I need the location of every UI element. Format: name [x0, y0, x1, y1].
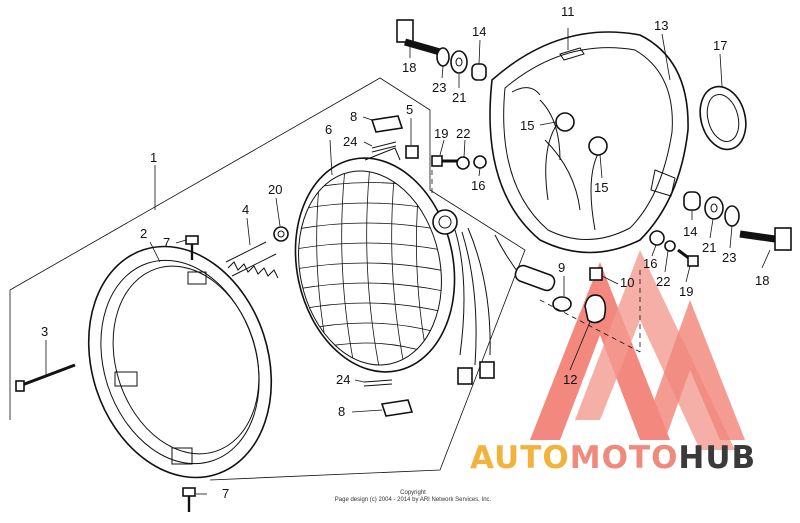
callout-9: 9 — [558, 260, 565, 275]
callout-5: 5 — [406, 102, 413, 117]
washer-22-left — [456, 156, 470, 170]
headlight-lens — [289, 147, 495, 385]
washer-23-right — [724, 205, 740, 227]
callout-3: 3 — [41, 324, 48, 339]
callout-22-left: 22 — [456, 126, 470, 141]
clip-8-top — [370, 115, 404, 133]
callout-6: 6 — [325, 122, 332, 137]
callout-labels: 1 2 3 4 5 6 7 7 8 8 9 10 11 12 13 14 14 … — [41, 4, 769, 501]
watermark-logo: AUTOMOTOHUB — [470, 440, 800, 480]
washer-21-top — [450, 50, 468, 74]
callout-4: 4 — [242, 202, 249, 217]
watermark-moto: MOTO — [569, 440, 679, 476]
grommet-16-right — [649, 230, 665, 246]
watermark-hub: HUB — [678, 440, 757, 476]
collar-14-right — [683, 191, 701, 211]
callout-8-bottom: 8 — [338, 404, 345, 419]
callout-23-top: 23 — [432, 80, 446, 95]
callout-10: 10 — [620, 275, 634, 290]
screw-7-bottom — [182, 487, 196, 512]
callout-19-left: 19 — [434, 126, 448, 141]
adjust-spring — [225, 241, 279, 279]
trim-ring — [699, 85, 747, 151]
bolt-18-right — [739, 227, 792, 251]
callout-21-top: 21 — [452, 90, 466, 105]
callout-23-right: 23 — [722, 250, 736, 265]
copyright-text: Page design (c) 2004 - 2014 by ARI Netwo… — [334, 497, 492, 503]
bulb-10 — [589, 267, 603, 281]
bolt-18-top — [396, 19, 441, 56]
callout-24-top: 24 — [343, 134, 357, 149]
callout-20: 20 — [268, 182, 282, 197]
callout-18-right: 18 — [755, 273, 769, 288]
callout-22-right: 22 — [656, 274, 670, 289]
pilot-bulb-socket — [494, 234, 572, 312]
leader-lines — [45, 28, 771, 495]
callout-15-bottom: 15 — [594, 180, 608, 195]
callout-14-right: 14 — [683, 224, 697, 239]
collar-14-top — [471, 63, 487, 81]
spring-clip-24-top — [371, 141, 397, 153]
callout-11: 11 — [561, 4, 575, 19]
callout-14-top: 14 — [472, 24, 486, 39]
callout-13: 13 — [654, 18, 668, 33]
headlight-rim — [87, 245, 273, 479]
headlight-case — [489, 31, 689, 254]
callout-21-right: 21 — [702, 240, 716, 255]
washer-23-top — [436, 47, 450, 67]
watermark-triangle-logo — [530, 250, 745, 450]
washer-21-right — [704, 196, 724, 220]
spring-clip-24-bottom — [363, 379, 393, 387]
rim-screw — [15, 363, 76, 392]
callout-2: 2 — [140, 226, 147, 241]
callout-24-bottom: 24 — [336, 372, 350, 387]
clip-5 — [405, 145, 419, 159]
clip-8-bottom — [380, 399, 414, 417]
watermark-auto: AUTO — [470, 440, 570, 476]
bulb-holder-12 — [584, 294, 607, 324]
screw-19-left — [431, 155, 458, 167]
callout-16-left: 16 — [471, 178, 485, 193]
assembly-group-outline — [9, 77, 526, 481]
copyright-title: Copyright — [400, 490, 426, 496]
washer-22-right — [664, 240, 676, 252]
nut-20 — [273, 226, 289, 242]
callout-15-top: 15 — [520, 118, 534, 133]
callout-18-top: 18 — [402, 60, 416, 75]
callout-7-top: 7 — [163, 235, 170, 250]
callout-1: 1 — [150, 150, 157, 165]
callout-12: 12 — [563, 372, 577, 387]
callout-19-right: 19 — [679, 284, 693, 299]
screw-19-right — [677, 248, 699, 267]
callout-7-bottom: 7 — [222, 486, 229, 501]
callout-17: 17 — [713, 38, 727, 53]
copyright-notice: Copyright Page design (c) 2004 - 2014 by… — [318, 490, 508, 504]
callout-16-right: 16 — [643, 256, 657, 271]
grommet-16-left — [473, 155, 487, 169]
callout-8-top: 8 — [350, 109, 357, 124]
